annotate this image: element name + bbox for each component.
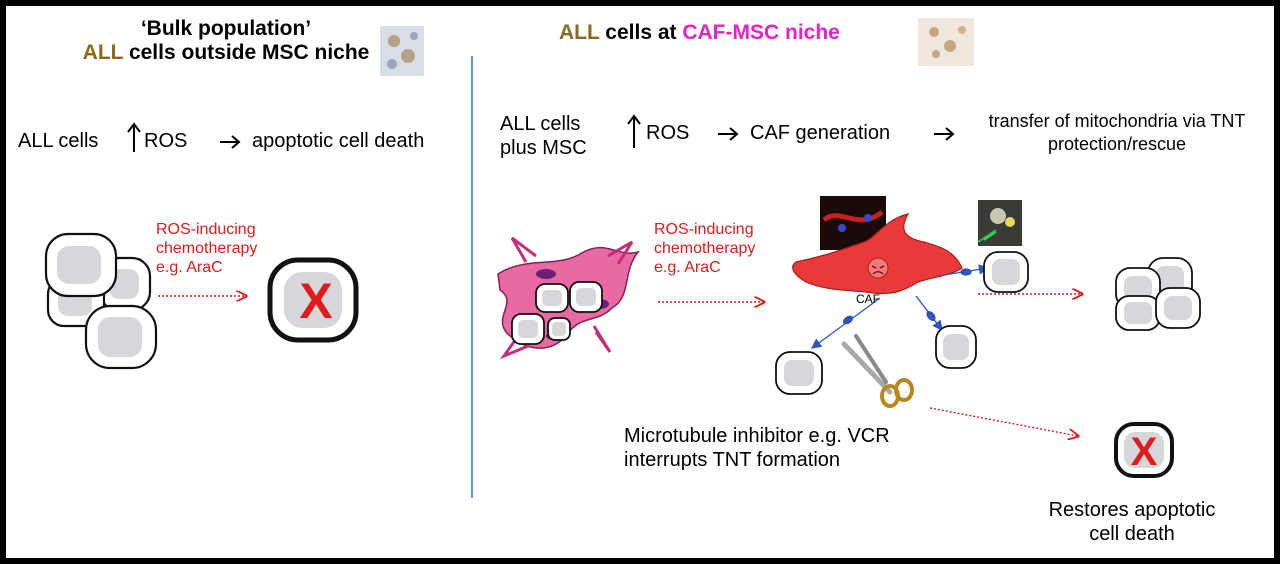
surviving-cell-cluster [1115,257,1201,331]
right-arrow-icon [220,135,241,149]
dead-cell-x-icon [1114,422,1174,478]
right-flow-result-line2: protection/rescue [1047,134,1187,154]
tnt-micrograph [978,200,1022,246]
treatment-label-left-line2: chemotherapy [156,240,258,257]
treatment-label-right-line2: chemotherapy [654,240,756,257]
mitochondria-transfer-arrows [810,264,990,349]
caf-label: CAF [856,292,880,306]
right-arrow-icon [934,127,955,141]
right-flow-subject: ALL cells plus MSC [500,112,587,160]
left-title: ‘Bulk population’ ALL cells outside MSC … [76,17,376,65]
figure-panel: ‘Bulk population’ ALL cells outside MSC … [6,6,1274,558]
left-title-rest: cells outside MSC niche [123,41,370,64]
restores-line2: cell death [1089,523,1175,545]
ihc-thumbnail-left [380,26,424,76]
left-title-highlight: ALL [82,41,124,64]
dead-mark-right: X [1130,430,1158,474]
left-flow-ros: ROS [144,130,188,152]
right-flow-step: CAF generation [750,122,891,144]
treatment-label-right-line3: e.g. AraC [654,259,721,276]
dead-cell-x-icon [267,257,359,343]
restore-arrow [929,407,1078,436]
left-flow-outcome: apoptotic cell death [252,130,425,152]
right-flow-result-line1: transfer of mitochondria via TNT [988,111,1246,131]
right-flow-subject-line2: plus MSC [500,137,587,159]
right-flow-result: transfer of mitochondria via TNT protect… [962,110,1272,156]
ihc-thumbnail-right [918,18,974,66]
right-title: ALL cells at CAF-MSC niche [559,21,840,45]
tnt-green-arrow [977,229,997,243]
msc-niche [497,236,641,360]
inhibitor-line2: interrupts TNT formation [624,449,841,471]
treatment-label-left-line1: ROS-inducing [156,221,256,238]
left-title-line1: ‘Bulk population’ [140,17,312,40]
scissors-icon [841,334,914,408]
diagram-graphics [44,18,1201,498]
rescued-all-cells [775,251,1029,395]
restores-line1: Restores apoptotic [1048,499,1216,521]
right-flow-ros: ROS [646,122,690,144]
caf-micrograph [820,196,886,250]
inhibitor-text: Microtubule inhibitor e.g. VCR interrupt… [624,424,890,472]
left-flow-subject: ALL cells [18,130,99,152]
right-flow-subject-line1: ALL cells [500,113,581,135]
caf-cell [792,213,963,295]
dead-mark-left: X [299,273,333,329]
all-cell-cluster-left [44,232,158,370]
right-arrow-icon [718,127,739,141]
treatment-label-right-line1: ROS-inducing [654,221,754,238]
right-title-highlight: ALL [559,21,600,44]
treatment-label-left: ROS-inducing chemotherapy e.g. AraC [156,220,257,277]
inhibitor-line1: Microtubule inhibitor e.g. VCR [624,425,890,447]
treatment-label-right: ROS-inducing chemotherapy e.g. AraC [654,220,755,277]
treatment-label-left-line3: e.g. AraC [156,259,223,276]
right-title-niche: CAF-MSC niche [682,21,840,44]
right-title-middle: cells at [599,21,683,44]
restores-text: Restores apoptotic cell death [1022,498,1242,546]
